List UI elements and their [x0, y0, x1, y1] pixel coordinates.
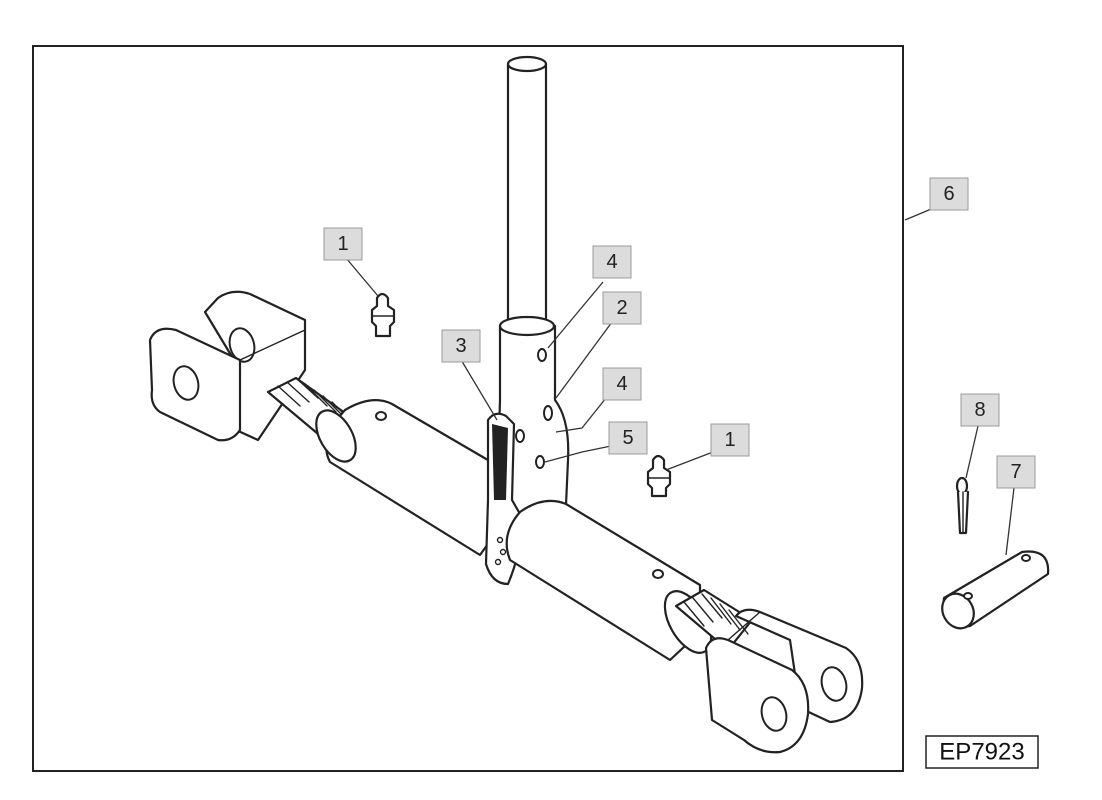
- clevis-pin: [941, 550, 1050, 630]
- right-tube: [505, 499, 713, 662]
- callout-8: 8: [960, 393, 1000, 427]
- callout-1-right: 1: [710, 423, 750, 457]
- callout-label: 4: [616, 373, 627, 395]
- callout-4-lower: 4: [602, 367, 642, 401]
- callout-label: 5: [622, 427, 633, 449]
- callout-3: 3: [441, 329, 481, 363]
- left-tube: [315, 399, 507, 557]
- callout-4-upper: 4: [592, 245, 632, 279]
- callout-5: 5: [608, 421, 648, 455]
- callout-label: 2: [616, 297, 627, 319]
- figure-reference: EP7923: [925, 735, 1039, 769]
- callout-label: 1: [337, 233, 348, 255]
- figure-reference-label: EP7923: [939, 739, 1024, 766]
- callout-label: 6: [943, 183, 954, 205]
- callout-label: 8: [974, 399, 985, 421]
- callout-label: 4: [606, 251, 617, 273]
- callout-1-left: 1: [323, 227, 363, 261]
- right-clevis-yoke: [704, 608, 864, 754]
- callout-label: 1: [724, 429, 735, 451]
- cotter-pin: [955, 476, 970, 535]
- callout-label: 7: [1010, 461, 1021, 483]
- grease-fitting-right: [646, 454, 672, 498]
- assembly-frame: [32, 45, 904, 772]
- leader-lines: [345, 206, 1015, 556]
- center-body: [496, 315, 570, 532]
- left-clevis-yoke: [148, 290, 307, 442]
- callout-label: 3: [455, 335, 466, 357]
- callout-6: 6: [929, 177, 969, 211]
- vertical-shaft: [506, 55, 548, 330]
- grease-fitting-left: [370, 292, 396, 338]
- callout-7: 7: [996, 455, 1036, 489]
- callout-2: 2: [602, 291, 642, 325]
